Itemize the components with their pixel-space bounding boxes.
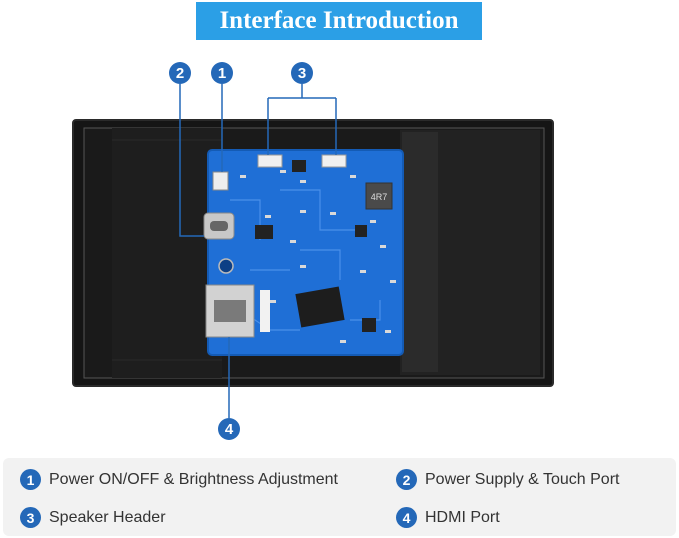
callout-4: 4 — [218, 418, 240, 440]
inductor-label: 4R7 — [371, 192, 388, 202]
legend-panel: 1 Power ON/OFF & Brightness Adjustment 2… — [3, 458, 676, 536]
leader-lines — [179, 84, 337, 418]
speaker-header-right — [321, 154, 347, 168]
ribbon-cable-left — [112, 128, 222, 378]
small-ics — [255, 160, 376, 332]
display-diagram: 4R7 — [72, 84, 554, 418]
callout-1: 1 — [211, 62, 233, 84]
mounting-hole — [218, 258, 234, 274]
inductor — [365, 182, 393, 210]
power-button — [212, 171, 229, 191]
driver-board — [207, 149, 404, 356]
legend-label: HDMI Port — [425, 508, 500, 526]
legend-item-speaker-header: 3 Speaker Header — [20, 507, 166, 528]
legend-number: 1 — [20, 469, 41, 490]
smd-components — [240, 170, 396, 343]
title-banner: Interface Introduction — [196, 2, 482, 40]
speaker-header-left — [257, 154, 283, 168]
legend-number: 4 — [396, 507, 417, 528]
main-ic — [295, 286, 345, 328]
legend-label: Speaker Header — [49, 508, 166, 526]
legend-number: 2 — [396, 469, 417, 490]
legend-item-power-supply: 2 Power Supply & Touch Port — [396, 469, 619, 490]
callout-2: 2 — [169, 62, 191, 84]
page-title: Interface Introduction — [219, 7, 459, 34]
legend-item-hdmi-port: 4 HDMI Port — [396, 507, 500, 528]
callout-3: 3 — [291, 62, 313, 84]
legend-number: 3 — [20, 507, 41, 528]
legend-label: Power ON/OFF & Brightness Adjustment — [49, 470, 338, 488]
legend-label: Power Supply & Touch Port — [425, 470, 620, 488]
fpc-connector — [260, 290, 270, 332]
legend-item-power-button: 1 Power ON/OFF & Brightness Adjustment — [20, 469, 338, 490]
